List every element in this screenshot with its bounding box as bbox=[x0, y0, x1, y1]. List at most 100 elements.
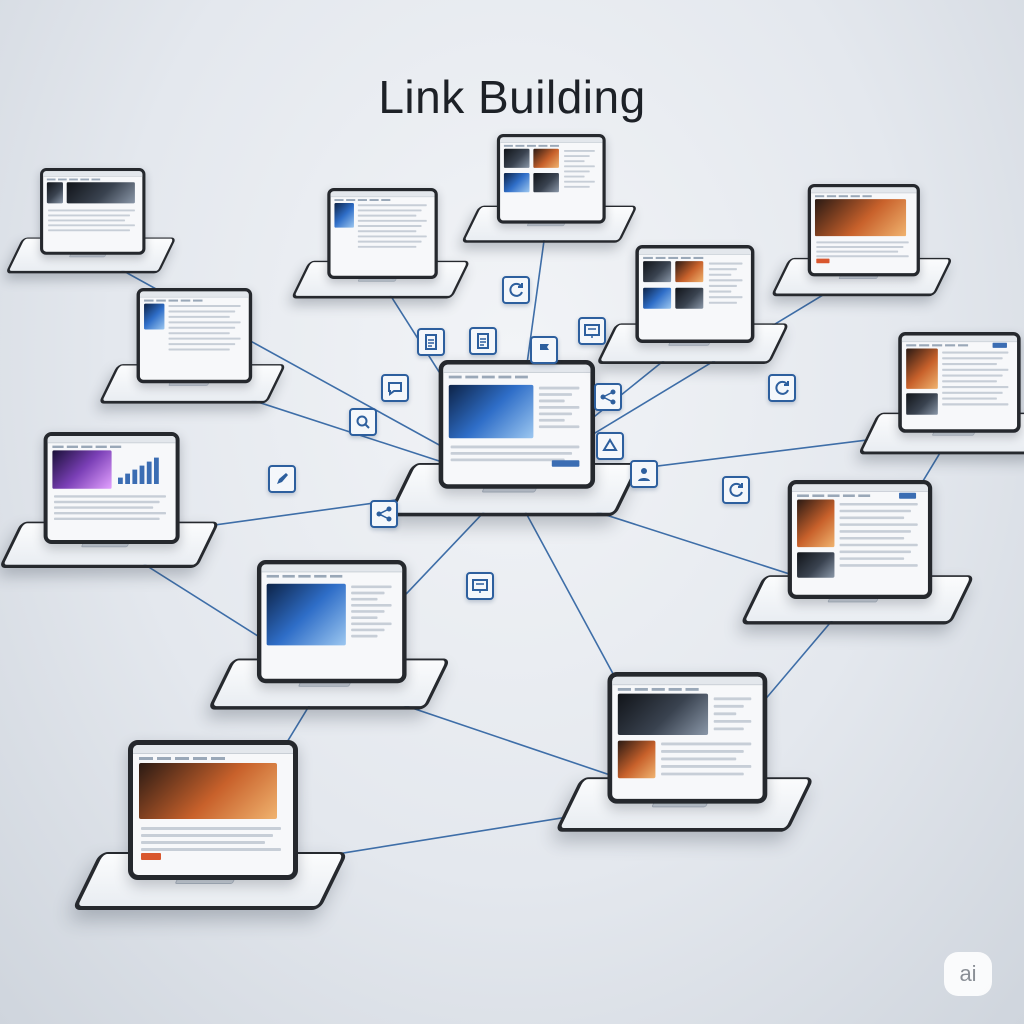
nav-tab bbox=[298, 574, 311, 578]
connections-icon bbox=[594, 383, 622, 411]
article-image bbox=[334, 202, 354, 228]
text-line bbox=[564, 180, 595, 183]
nav-tab bbox=[503, 144, 513, 147]
text-line bbox=[564, 170, 590, 173]
web-page-screen bbox=[327, 188, 438, 279]
text-line bbox=[538, 386, 580, 390]
text-line bbox=[839, 530, 911, 533]
nav-tab bbox=[334, 199, 344, 201]
text-line bbox=[357, 204, 427, 207]
web-page-screen bbox=[496, 134, 606, 224]
nav-tab bbox=[46, 178, 56, 181]
nav-tab bbox=[842, 494, 855, 497]
dashboard-image bbox=[52, 450, 112, 489]
nav-tab bbox=[634, 687, 648, 691]
nav-tab bbox=[906, 344, 917, 347]
text-line bbox=[48, 229, 130, 232]
nav-tab bbox=[481, 375, 495, 379]
text-line bbox=[942, 362, 997, 366]
nav-tab bbox=[945, 344, 956, 347]
feature-image bbox=[266, 583, 346, 646]
web-page-screen bbox=[807, 184, 920, 277]
text-line bbox=[357, 230, 417, 233]
profile-image bbox=[46, 182, 63, 204]
browser-bar bbox=[133, 745, 293, 754]
nav-tabs bbox=[443, 373, 590, 381]
nav-tabs bbox=[792, 492, 928, 500]
portrait-image bbox=[797, 499, 835, 548]
text-line bbox=[351, 597, 378, 601]
text-line bbox=[839, 557, 905, 560]
browser-bar bbox=[47, 436, 176, 444]
nav-tabs bbox=[261, 572, 402, 580]
text-line bbox=[942, 374, 1003, 377]
text-line bbox=[351, 616, 378, 619]
text-line bbox=[713, 719, 752, 723]
loop-icon bbox=[722, 476, 750, 504]
upload-icon bbox=[596, 432, 624, 460]
text-line bbox=[708, 284, 737, 287]
page-button bbox=[992, 342, 1007, 348]
nav-tabs bbox=[48, 443, 176, 450]
nav-tab bbox=[812, 494, 825, 497]
nav-tab bbox=[168, 299, 179, 302]
portrait-image bbox=[906, 348, 938, 389]
text-line bbox=[661, 765, 752, 768]
site-node-n8 bbox=[0, 432, 220, 568]
text-line bbox=[564, 155, 590, 158]
diagram-title: Link Building bbox=[378, 71, 646, 123]
site-node-n3 bbox=[460, 134, 638, 243]
nav-tab bbox=[862, 195, 872, 198]
text-line bbox=[357, 245, 417, 248]
nav-tab bbox=[369, 199, 379, 201]
nav-tab bbox=[526, 144, 536, 147]
nav-tab bbox=[838, 195, 848, 198]
nav-tab bbox=[685, 687, 699, 691]
text-line bbox=[713, 727, 744, 731]
browser-bar bbox=[791, 484, 928, 492]
text-line bbox=[54, 495, 166, 498]
text-line bbox=[816, 250, 899, 253]
text-line bbox=[942, 368, 1009, 371]
nav-tab bbox=[826, 195, 837, 198]
text-line bbox=[168, 337, 241, 340]
site-node-n10 bbox=[207, 560, 451, 710]
nav-tab bbox=[693, 256, 704, 259]
nav-tabs bbox=[500, 143, 602, 149]
text-line bbox=[168, 326, 236, 329]
grid-image bbox=[503, 173, 530, 193]
site-node-n9 bbox=[739, 480, 975, 625]
page-button bbox=[551, 460, 580, 467]
portrait-image bbox=[906, 393, 938, 415]
nav-tab bbox=[175, 757, 189, 760]
text-line bbox=[54, 506, 154, 509]
text-line bbox=[54, 500, 160, 504]
text-line bbox=[141, 848, 281, 851]
document-icon bbox=[417, 328, 445, 356]
grid-image bbox=[643, 261, 672, 283]
nav-tab bbox=[144, 299, 154, 302]
browser-bar bbox=[811, 187, 917, 194]
text-line bbox=[708, 301, 737, 304]
text-line bbox=[713, 712, 737, 716]
text-line bbox=[942, 380, 997, 383]
nav-tab bbox=[66, 445, 78, 448]
search-icon bbox=[349, 408, 377, 436]
text-line bbox=[708, 262, 743, 265]
text-line bbox=[351, 604, 392, 607]
chat-icon bbox=[381, 374, 409, 402]
nav-tabs bbox=[140, 298, 249, 304]
text-line bbox=[708, 290, 732, 293]
text-line bbox=[942, 351, 1009, 354]
page-button bbox=[816, 258, 830, 264]
nav-tab bbox=[858, 494, 871, 497]
sign-icon bbox=[530, 336, 558, 364]
text-line bbox=[538, 412, 573, 416]
text-line bbox=[357, 219, 427, 222]
text-line bbox=[168, 321, 241, 324]
text-line bbox=[564, 150, 595, 152]
nav-tab bbox=[180, 299, 191, 302]
web-page-screen bbox=[787, 480, 933, 599]
grid-image bbox=[503, 148, 530, 168]
